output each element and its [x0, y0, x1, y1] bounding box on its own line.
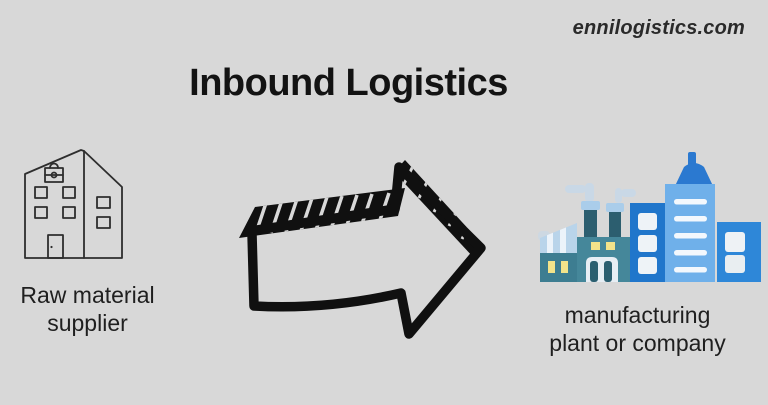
office-building-blue	[630, 203, 667, 282]
arrow-outline	[245, 162, 486, 339]
side-windows	[96, 196, 111, 229]
source-label-line2: supplier	[47, 310, 128, 336]
building-side-face	[83, 150, 123, 259]
office-building-right	[717, 222, 761, 282]
factory-building	[577, 201, 630, 282]
sawtooth-roof	[540, 223, 577, 253]
factory-buildings-icon	[538, 152, 761, 282]
destination-label-line2: plant or company	[549, 330, 726, 356]
source-label: Raw material supplier	[0, 281, 175, 337]
destination-label: manufacturing plant or company	[515, 301, 760, 357]
destination-label-line1: manufacturing	[564, 302, 711, 328]
supplier-building-icon	[24, 149, 123, 259]
source-label-line1: Raw material	[20, 282, 155, 308]
door	[47, 234, 64, 259]
small-warehouse	[540, 253, 577, 282]
briefcase-icon	[44, 162, 64, 183]
skyscraper	[665, 152, 715, 282]
sketch-arrow-right-icon	[239, 160, 486, 339]
page-title: Inbound Logistics	[189, 62, 508, 104]
front-windows	[34, 186, 76, 219]
building-front-face	[24, 149, 85, 259]
watermark-text: ennilogistics.com	[572, 17, 745, 39]
